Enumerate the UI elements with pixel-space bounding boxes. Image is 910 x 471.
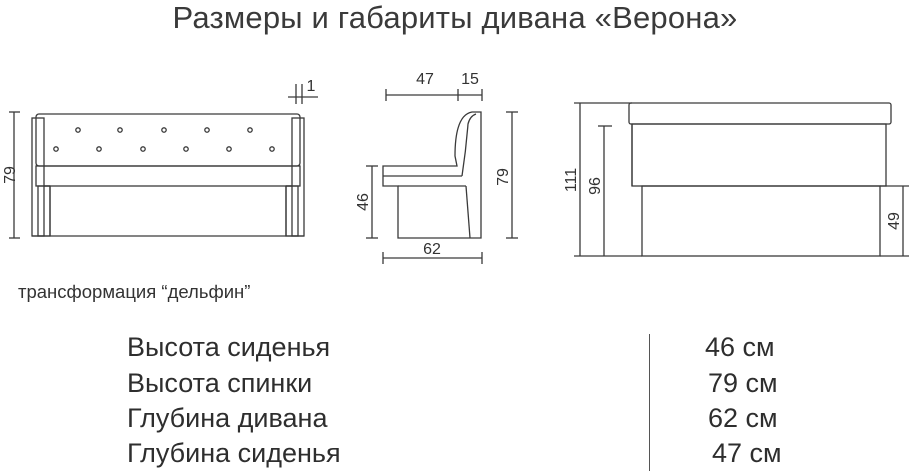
unfolded-seat-height-label: 49 [886, 212, 903, 230]
spec-value: 62 см [708, 403, 778, 433]
spec-value: 79 см [708, 368, 778, 398]
unfolded-view [574, 102, 909, 257]
side-back-thickness-label: 15 [461, 71, 479, 88]
spec-label: Глубина дивана [127, 403, 328, 433]
spec-row-seat-height: Высота сиденья 46 см [0, 329, 910, 365]
transformation-caption: трансформация “дельфин” [18, 281, 251, 302]
unfolded-back-section [631, 123, 887, 187]
spec-label: Высота спинки [127, 368, 313, 398]
spec-label: Высота сиденья [127, 332, 331, 362]
front-height-label: 79 [2, 166, 19, 184]
sofa-dimensions-diagram: 79 1 47 15 46 79 62 111 96 49 [2, 71, 909, 264]
front-view [9, 84, 318, 239]
front-seat [35, 165, 301, 187]
spec-row-back-height: Высота спинки 79 см [0, 365, 910, 401]
spec-row-sofa-depth: Глубина дивана 62 см [0, 400, 910, 436]
side-seat-height-label: 46 [355, 193, 372, 211]
spec-label: Глубина сиденья [127, 438, 341, 468]
unfolded-seat-section [641, 185, 881, 257]
unfolded-back-height-label: 96 [587, 177, 604, 195]
side-seat-depth-label: 47 [416, 71, 434, 88]
front-backrest [35, 113, 301, 167]
spec-value: 47 см [712, 438, 782, 468]
unfolded-top-board [628, 102, 892, 125]
page-title: Размеры и габариты дивана «Верона» [172, 0, 738, 35]
spec-divider [649, 334, 650, 471]
side-total-height-label: 79 [495, 168, 512, 186]
front-tufting-buttons [53, 127, 275, 152]
spec-value: 46 см [705, 332, 775, 362]
side-sofa-outline [382, 111, 482, 239]
side-total-depth-label: 62 [423, 241, 441, 258]
spec-row-seat-depth: Глубина сиденья 47 см [0, 435, 910, 471]
unfolded-total-height-label: 111 [563, 168, 580, 192]
front-gap-label: 1 [307, 78, 316, 95]
side-view [366, 89, 518, 264]
